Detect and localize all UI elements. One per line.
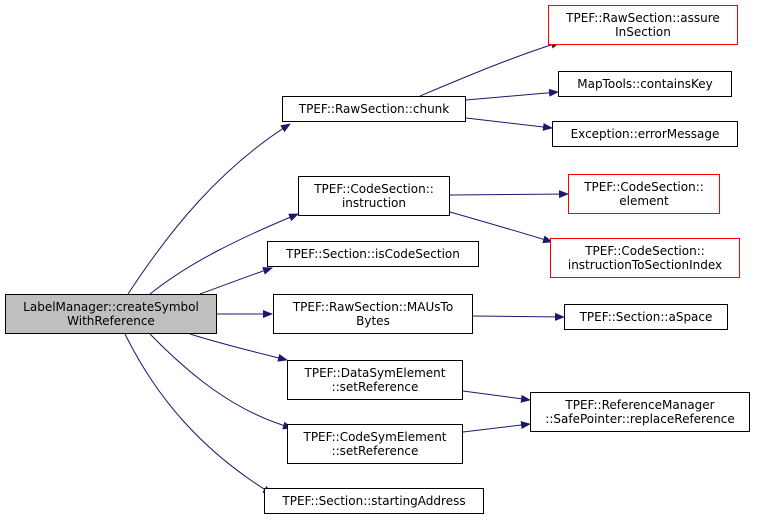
node-codesection-instructiontosectionindex[interactable]: TPEF::CodeSection:: instructionToSection… <box>550 238 740 278</box>
node-label: TPEF::Section::startingAddress <box>282 494 466 508</box>
node-label: TPEF::Section::isCodeSection <box>286 247 460 261</box>
node-label: TPEF::CodeSection:: instruction <box>314 182 434 210</box>
node-rawsection-assureinsection[interactable]: TPEF::RawSection::assure InSection <box>548 5 738 45</box>
node-codesymelement-setreference[interactable]: TPEF::CodeSymElement ::setReference <box>287 424 463 464</box>
edge-chunk-errormessage <box>465 117 553 131</box>
node-label: LabelManager::createSymbol WithReference <box>23 300 199 328</box>
edge-root-datasym <box>189 333 288 362</box>
node-label: TPEF::RawSection::chunk <box>298 102 450 116</box>
node-label: TPEF::DataSymElement ::setReference <box>304 366 446 394</box>
node-label: TPEF::CodeSection:: instructionToSection… <box>567 244 723 272</box>
edge-root-iscodesection <box>199 267 273 295</box>
node-label: TPEF::CodeSymElement ::setReference <box>303 430 447 458</box>
edge-chunk-assure <box>419 40 561 97</box>
node-section-startingaddress[interactable]: TPEF::Section::startingAddress <box>264 488 484 514</box>
edge-maustobytes-aspace <box>472 312 565 321</box>
node-label: Exception::errorMessage <box>570 127 720 141</box>
node-label: TPEF::Section::aSpace <box>579 310 713 324</box>
edge-datasym-replaceref <box>462 390 531 403</box>
node-labelmanager-createsymbolwithreference[interactable]: LabelManager::createSymbol WithReference <box>5 294 217 334</box>
edge-root-startaddr <box>124 333 273 495</box>
node-referencemanager-safepointer-replacereference[interactable]: TPEF::ReferenceManager ::SafePointer::re… <box>530 392 750 432</box>
node-label: TPEF::CodeSection:: element <box>584 180 704 208</box>
node-rawsection-chunk[interactable]: TPEF::RawSection::chunk <box>282 96 466 122</box>
node-codesection-instruction[interactable]: TPEF::CodeSection:: instruction <box>298 176 450 216</box>
node-exception-errormessage[interactable]: Exception::errorMessage <box>552 121 738 147</box>
node-label: TPEF::RawSection::assure InSection <box>566 11 720 39</box>
node-rawsection-maustobytes[interactable]: TPEF::RawSection::MAUsTo Bytes <box>273 294 473 334</box>
edge-root-chunk <box>127 123 291 295</box>
node-codesection-element[interactable]: TPEF::CodeSection:: element <box>568 174 720 214</box>
node-maptools-containskey[interactable]: MapTools::containsKey <box>558 71 732 97</box>
node-label: TPEF::RawSection::MAUsTo Bytes <box>292 300 454 328</box>
node-datasymelement-setreference[interactable]: TPEF::DataSymElement ::setReference <box>287 360 463 400</box>
node-label: TPEF::ReferenceManager ::SafePointer::re… <box>545 398 735 426</box>
edge-root-codesym <box>149 333 293 430</box>
edge-instruction-element <box>449 190 569 199</box>
edge-root-instruction <box>149 213 299 295</box>
node-section-iscodesection[interactable]: TPEF::Section::isCodeSection <box>267 241 479 267</box>
edge-instruction-instrtoindex <box>449 211 553 244</box>
node-section-aspace[interactable]: TPEF::Section::aSpace <box>564 304 728 330</box>
node-label: MapTools::containsKey <box>577 77 713 91</box>
edge-chunk-containskey <box>465 88 559 101</box>
edge-codesym-replaceref <box>462 421 531 433</box>
